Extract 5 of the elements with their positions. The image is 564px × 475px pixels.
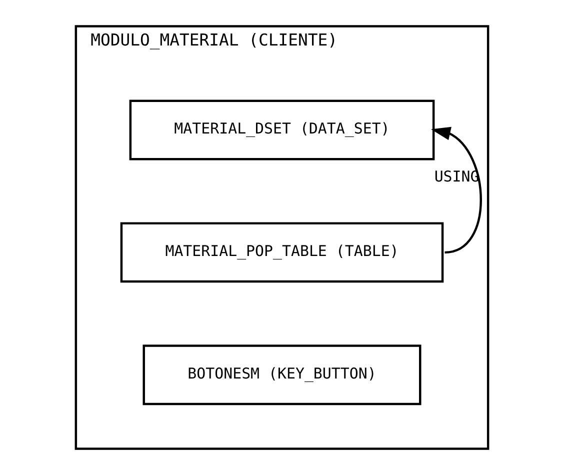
edge-label: USING bbox=[434, 167, 480, 186]
node-box: BOTONESM (KEY_BUTTON) bbox=[142, 344, 422, 406]
arrow bbox=[431, 126, 482, 254]
node-box: MATERIAL_DSET (DATA_SET) bbox=[129, 100, 435, 160]
node-box: MATERIAL_POP_TABLE (TABLE) bbox=[120, 222, 444, 283]
